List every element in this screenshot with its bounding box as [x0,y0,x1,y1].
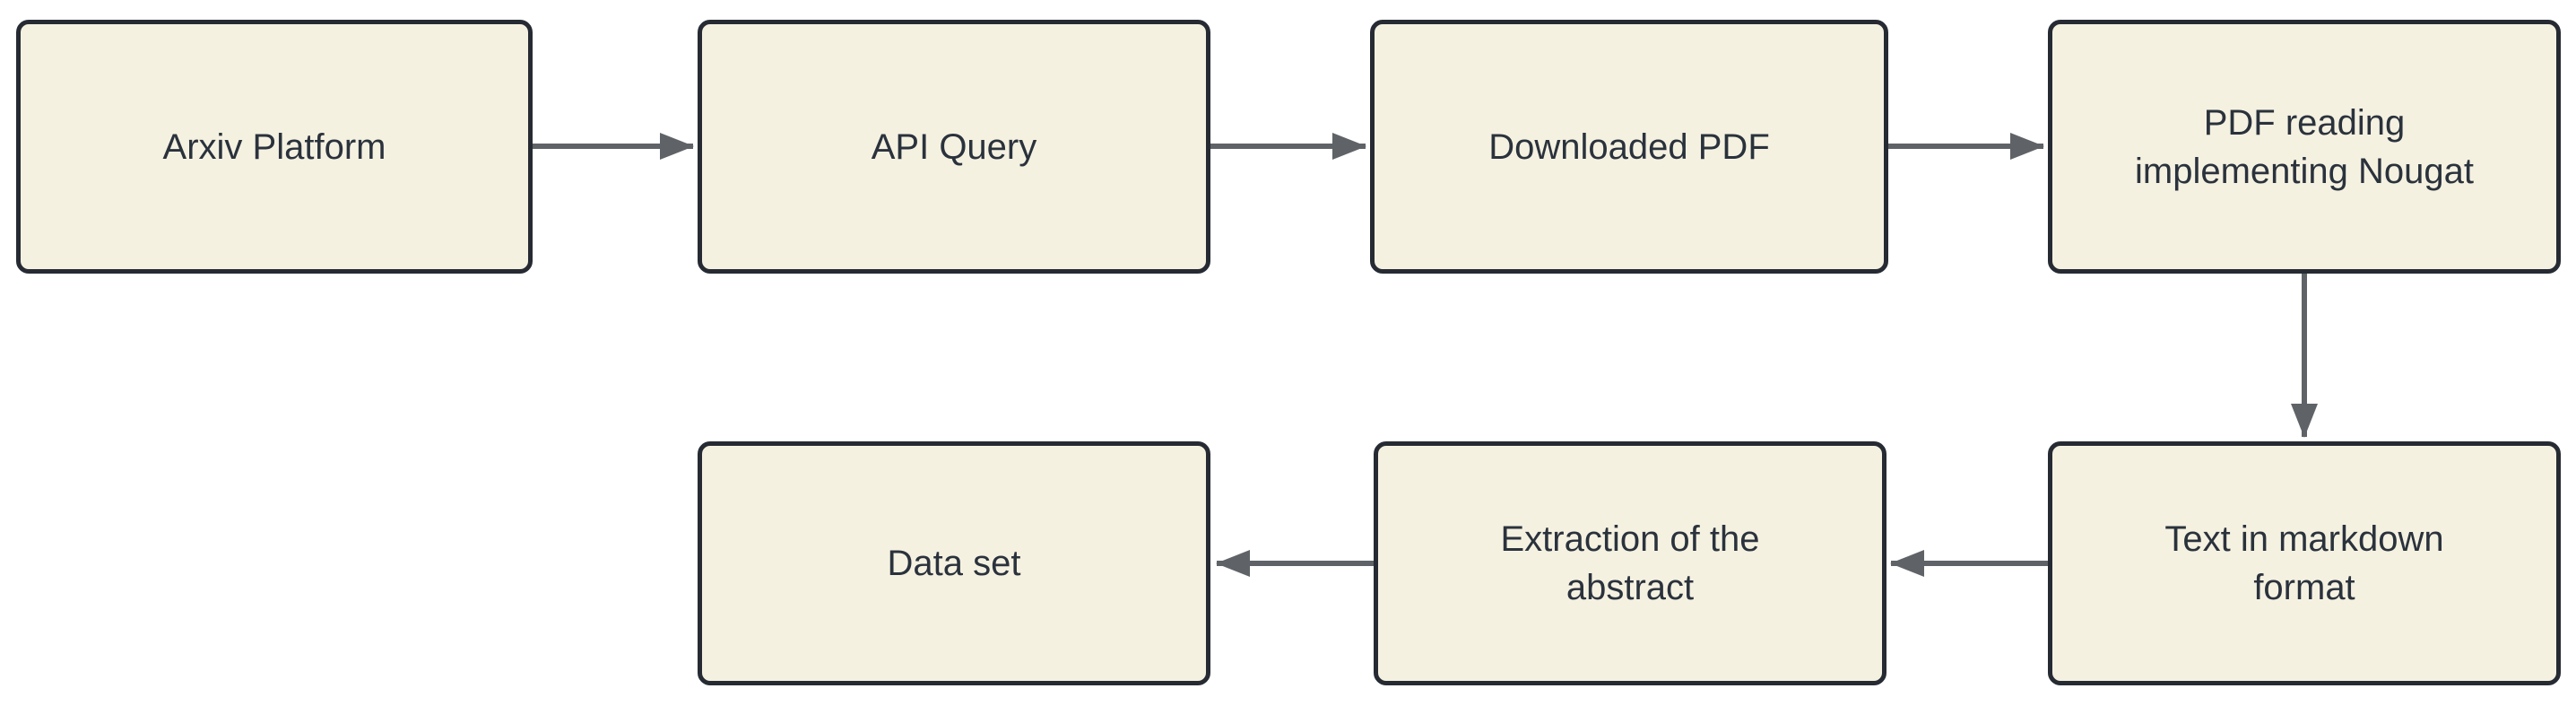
node-arxiv-platform: Arxiv Platform [16,20,533,274]
node-extraction-abstract: Extraction of the abstract [1374,441,1886,685]
node-downloaded-pdf: Downloaded PDF [1370,20,1888,274]
node-text-markdown: Text in markdown format [2048,441,2561,685]
node-data-set: Data set [698,441,1210,685]
node-pdf-reading-nougat: PDF reading implementing Nougat [2048,20,2561,274]
node-api-query: API Query [698,20,1210,274]
